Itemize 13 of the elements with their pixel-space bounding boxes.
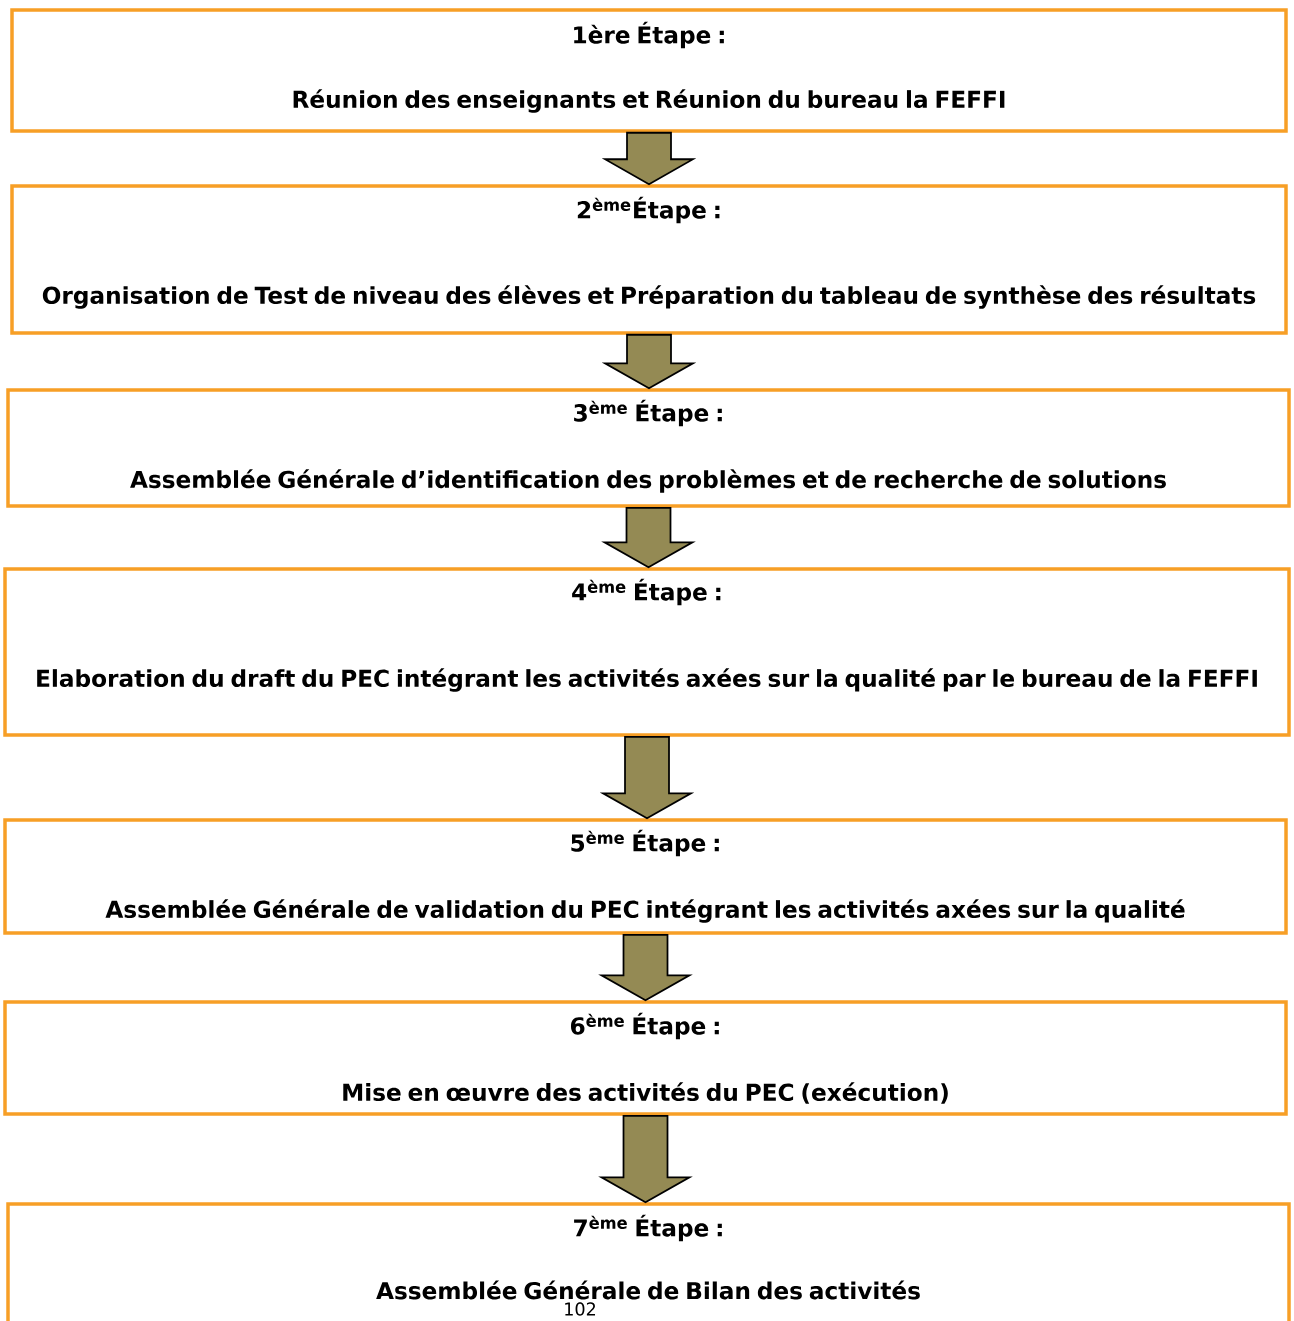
step-box: 4$^{ème}$ Étape : Elaboration du draft du PEC intégrant les activités axées sur la qualité par le bureau de la FEFFI: [3, 567, 1291, 737]
step-box: 5$^{ème}$ Étape : Assemblée Générale de validation du PEC intégrant les activités axées sur la qualité: [3, 818, 1288, 935]
block-arrow: [599, 735, 695, 820]
step-box: 1ère Étape : Réunion des enseignants et Réunion du bureau la FEFFI: [10, 8, 1288, 133]
step-box: 6$^{ème}$ Étape : Mise en œuvre des activités du PEC (exécution): [3, 1000, 1288, 1116]
step-box: 3$^{ème}$ Étape : Assemblée Générale d’identification des problèmes et de recherche de solutions: [6, 388, 1291, 508]
block-arrow: [601, 333, 697, 390]
step-box: 2$^{ème}$Étape : Organisation de Test de niveau des élèves et Préparation du tableau de synthèse des résultats: [10, 184, 1288, 335]
page-number: 102: [565, 1302, 595, 1316]
block-arrow: [598, 1114, 693, 1204]
block-arrow: [598, 933, 693, 1002]
block-arrow: [601, 506, 696, 569]
block-arrow: [601, 131, 697, 186]
